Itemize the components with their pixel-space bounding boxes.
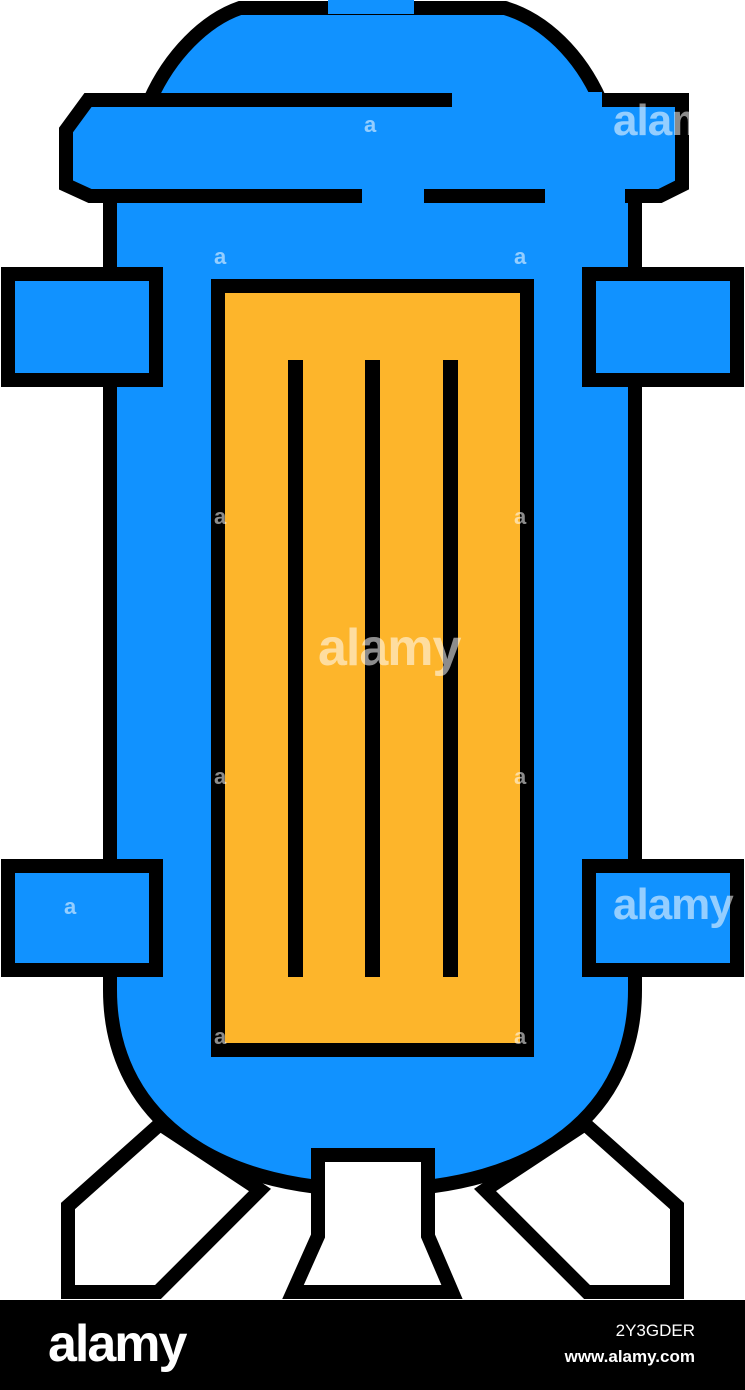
site-url: www.alamy.com — [564, 1347, 695, 1366]
reactor-vessel-icon — [1, 0, 744, 1299]
left-upper-flange — [1, 267, 163, 387]
fuel-rod-2 — [365, 360, 380, 977]
vessel-dome — [139, 1, 611, 107]
left-support-leg — [61, 1115, 272, 1299]
fuel-rod-3 — [443, 360, 458, 977]
footer-bar: alamy 2Y3GDER www.alamy.com — [0, 1300, 745, 1390]
alamy-logo: alamy — [48, 1315, 187, 1373]
bottom-outlet-nozzle — [282, 1148, 463, 1299]
fuel-rod-1 — [288, 360, 303, 977]
image-id: 2Y3GDER — [615, 1321, 695, 1340]
right-lower-flange — [582, 859, 744, 977]
vessel-head-ring — [59, 93, 689, 203]
right-support-leg — [473, 1115, 684, 1299]
right-upper-flange — [582, 267, 744, 387]
left-lower-flange — [1, 859, 163, 977]
